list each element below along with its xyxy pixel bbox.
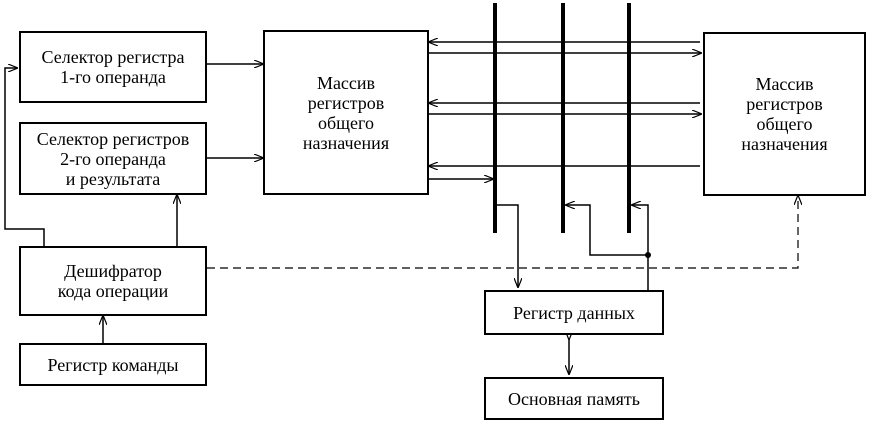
register-array-right-label: Массив регистров общего назначения — [741, 74, 828, 154]
command-register-label: Регистр команды — [47, 354, 179, 375]
selector-operand1-block: Селектор регистра 1-го операнда — [19, 31, 207, 103]
register-array-left-label: Массив регистров общего назначения — [302, 72, 390, 153]
arrow-decoder-to-selector1 — [4, 68, 45, 246]
main-memory-label: Основная память — [508, 388, 640, 409]
opcode-decoder-label: Дешифратор кода операции — [57, 261, 169, 301]
dashed-control-line — [207, 196, 798, 269]
data-register-block: Регистр данных — [484, 290, 664, 335]
main-memory-block: Основная память — [484, 377, 664, 420]
junction-dot — [645, 252, 651, 258]
arrow-bus1-to-data-register — [495, 204, 518, 287]
command-register-block: Регистр команды — [19, 343, 207, 386]
register-array-right-block: Массив регистров общего назначения — [703, 32, 866, 196]
register-array-left-block: Массив регистров общего назначения — [263, 30, 429, 195]
selector-operand1-label: Селектор регистра 1-го операнда — [41, 47, 185, 87]
data-register-label: Регистр данных — [513, 302, 635, 323]
selector-operand2-label: Селектор регистров 2-го операнда и резул… — [36, 128, 190, 189]
opcode-decoder-block: Дешифратор кода операции — [19, 246, 207, 316]
selector-operand2-block: Селектор регистров 2-го операнда и резул… — [19, 122, 207, 195]
arrow-data-register-to-bus2 — [566, 205, 649, 290]
arrow-data-register-to-bus3 — [632, 205, 649, 255]
